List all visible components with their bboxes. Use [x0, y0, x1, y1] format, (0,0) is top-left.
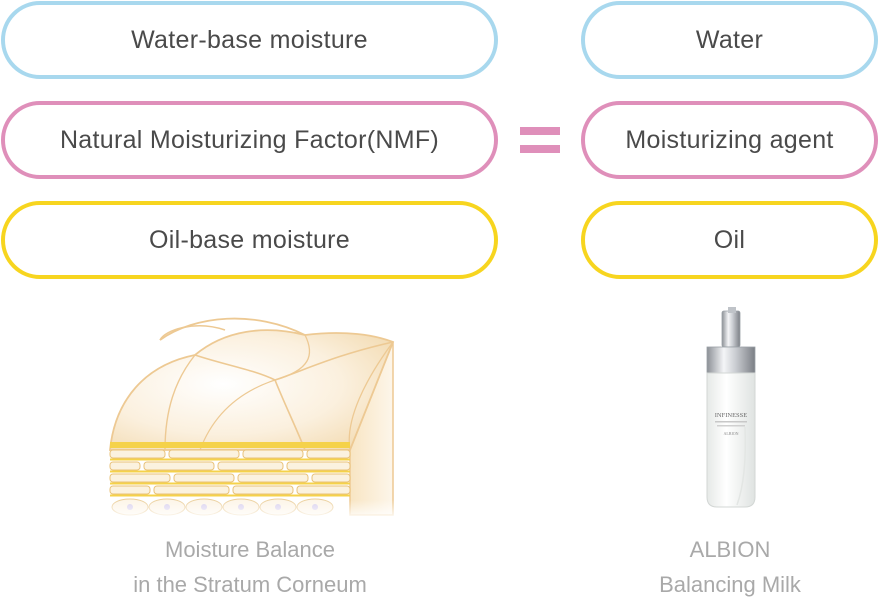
bottle-maker-text: ALBION [723, 431, 738, 436]
water-base-moisture-pill: Water-base moisture [1, 1, 498, 79]
nmf-label: Natural Moisturizing Factor(NMF) [59, 125, 440, 154]
skin-caption-line2: in the Stratum Corneum [133, 572, 367, 597]
equals-sign-top-bar [520, 127, 560, 135]
product-caption: ALBION Balancing Milk [600, 532, 860, 602]
moisturizing-agent-pill: Moisturizing agent [581, 101, 878, 179]
skin-caption-line1: Moisture Balance [165, 537, 335, 562]
water-pill: Water [581, 1, 878, 79]
skin-caption: Moisture Balance in the Stratum Corneum [100, 532, 400, 602]
product-caption-line1: ALBION [689, 537, 771, 562]
oil-pill: Oil [581, 201, 878, 279]
product-caption-line2: Balancing Milk [659, 572, 801, 597]
oil-label: Oil [713, 225, 746, 254]
balancing-milk-bottle-image: INFINESSE ALBION [706, 307, 756, 508]
stratum-corneum-illustration [105, 317, 405, 520]
equals-sign-bottom-bar [520, 145, 560, 153]
oil-base-moisture-label: Oil-base moisture [149, 225, 350, 254]
nmf-pill: Natural Moisturizing Factor(NMF) [1, 101, 498, 179]
water-base-moisture-label: Water-base moisture [131, 25, 368, 54]
moisturizing-agent-label: Moisturizing agent [625, 125, 834, 154]
water-label: Water [695, 25, 764, 54]
oil-base-moisture-pill: Oil-base moisture [1, 201, 498, 279]
bottle-brand-text: INFINESSE [715, 412, 748, 419]
